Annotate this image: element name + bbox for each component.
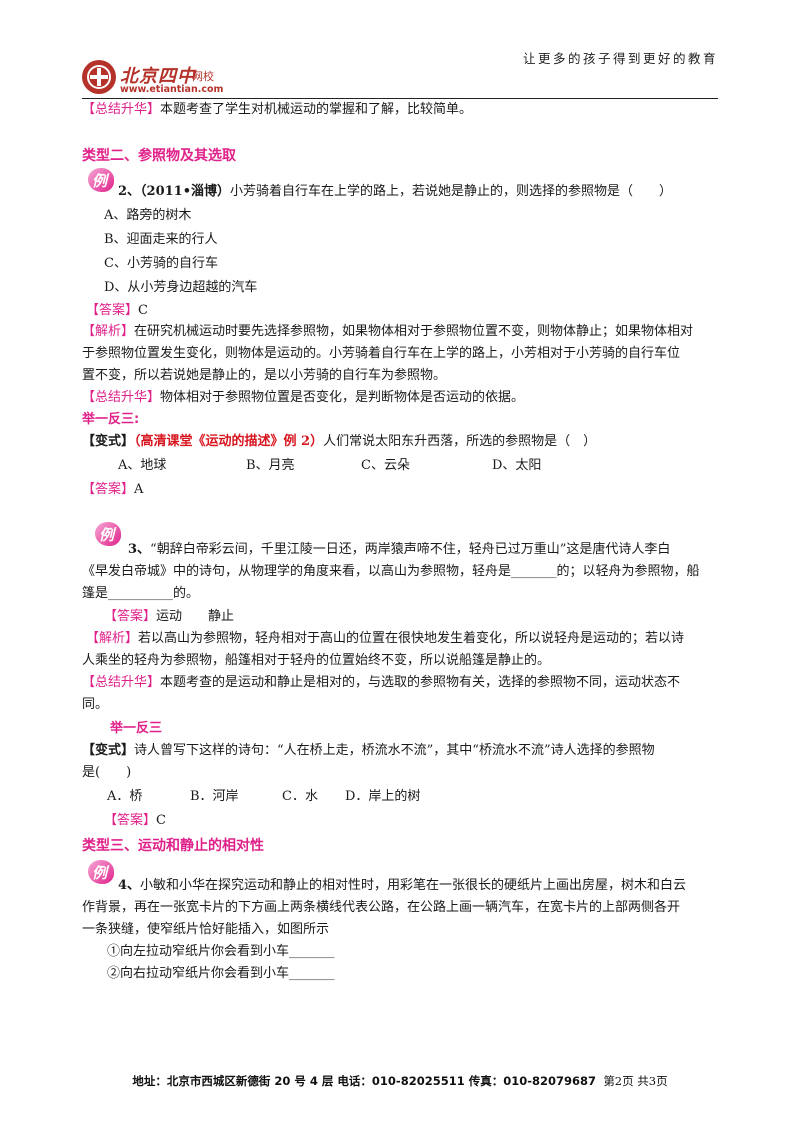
- q3-analysis-1: 【解析】若以高山为参照物，轻舟相对于高山的位置在很快地发生着变化，所以说轻舟是运…: [86, 631, 685, 646]
- summary-tag: 【总结升华】: [82, 102, 161, 117]
- question-4-line-3: 一条狭缝，使窄纸片恰好能插入，如图所示: [82, 922, 330, 937]
- practice-heading-1: 举一反三:: [82, 412, 140, 427]
- footer-page-number: 第2页 共3页: [603, 1074, 668, 1088]
- variant-2-option-c: C．水: [282, 789, 318, 804]
- logo-emblem-icon: [82, 60, 116, 94]
- q3-summary-2: 同。: [82, 697, 109, 712]
- q3-analysis-2: 人乘坐的轻舟为参照物，船篷相对于轻舟的位置始终不变，所以说船篷是静止的。: [82, 653, 551, 668]
- q2-analysis-3: 置不变，所以若说她是静止的，是以小芳骑的自行车为参照物。: [82, 368, 447, 383]
- site-logo: 北京四中 网校 www.etiantian.com: [82, 60, 272, 100]
- q3-answer: 【答案】运动 静止: [104, 609, 235, 624]
- footer-address: 地址：北京市西城区新德街 20 号 4 层 电话：010-82025511 传真…: [132, 1074, 596, 1088]
- section-2-title: 类型二、参照物及其选取: [82, 148, 236, 164]
- q2-option-d: D、从小芳身边超越的汽车: [104, 280, 258, 295]
- example-badge-icon: 例: [88, 858, 120, 886]
- question-3-line-1: 3、“朝辞白帝彩云间，千里江陵一日还，两岸猿声啼不住，轻舟已过万重山”这是唐代诗…: [128, 542, 671, 557]
- summary-text: 本题考查了学生对机械运动的掌握和了解，比较简单。: [160, 102, 473, 117]
- q2-summary: 【总结升华】物体相对于参照物位置是否变化，是判断物体是否运动的依据。: [82, 390, 525, 405]
- question-4-sub-1: ①向左拉动窄纸片你会看到小车_______: [107, 944, 335, 959]
- section-3-title: 类型三、运动和静止的相对性: [82, 838, 264, 854]
- logo-name: 北京四中: [120, 66, 196, 87]
- variant-2-option-d: D．岸上的树: [345, 789, 421, 804]
- practice-heading-2: 举一反三: [110, 721, 163, 736]
- q3-summary-1: 【总结升华】本题考查的是运动和静止是相对的，与选取的参照物有关，选择的参照物不同…: [82, 675, 681, 690]
- variant-2-line-1: 【变式】诗人曾写下这样的诗句：“人在桥上走，桥流水不流”，其中“桥流水不流”诗人…: [82, 743, 655, 758]
- logo-sub: 网校: [192, 70, 214, 83]
- summary-line: 【总结升华】本题考查了学生对机械运动的掌握和了解，比较简单。: [82, 101, 472, 119]
- variant-2-answer: 【答案】C: [104, 813, 166, 828]
- question-2: 2、（2011•淄博）小芳骑着自行车在上学的路上，若说她是静止的，则选择的参照物…: [118, 184, 673, 199]
- q2-option-b: B、迎面走来的行人: [104, 232, 218, 247]
- header-slogan: 让更多的孩子得到更好的教育: [522, 51, 718, 66]
- q2-analysis-1: 【解析】在研究机械运动时要先选择参照物，如果物体相对于参照物位置不变，则物体静止…: [82, 324, 694, 339]
- variant-2-option-a: A．桥: [107, 789, 143, 804]
- q2-option-a: A、路旁的树木: [104, 208, 192, 223]
- question-4-sub-2: ②向右拉动窄纸片你会看到小车_______: [107, 966, 335, 981]
- example-badge-icon: 例: [88, 166, 120, 194]
- question-3-line-3: 篷是__________的。: [82, 586, 200, 601]
- q2-answer: 【答案】C: [86, 303, 148, 318]
- question-3-line-2: 《早发白帝城》中的诗句，从物理学的角度来看，以高山为参照物，轻舟是_______…: [82, 564, 700, 579]
- example-badge-icon: 例: [95, 520, 127, 548]
- variant-1-option-b: B、月亮: [246, 458, 295, 473]
- question-4-line-1: 4、小敏和小华在探究运动和静止的相对性时，用彩笔在一张很长的硬纸片上画出房屋，树…: [118, 878, 687, 893]
- q2-option-c: C、小芳骑的自行车: [104, 256, 218, 271]
- variant-1-answer: 【答案】A: [82, 482, 144, 497]
- variant-1-option-d: D、太阳: [492, 458, 542, 473]
- variant-2-option-b: B．河岸: [190, 789, 239, 804]
- q2-analysis-2: 于参照物位置发生变化，则物体是运动的。小芳骑着自行车在上学的路上，小芳相对于小芳…: [82, 346, 681, 361]
- variant-2-line-2: 是( ): [82, 765, 132, 780]
- variant-1-option-a: A、地球: [118, 458, 167, 473]
- question-4-line-2: 作背景，再在一张宽卡片的下方画上两条横线代表公路，在公路上画一辆汽车，在宽卡片的…: [82, 900, 681, 915]
- variant-1-option-c: C、云朵: [361, 458, 410, 473]
- variant-1: 【变式】（高清课堂《运动的描述》例 2）人们常说太阳东升西落，所选的参照物是（ …: [82, 434, 597, 449]
- page-footer: 地址：北京市西城区新德街 20 号 4 层 电话：010-82025511 传真…: [0, 1073, 800, 1089]
- logo-url: www.etiantian.com: [120, 84, 224, 95]
- header-divider: [82, 98, 718, 99]
